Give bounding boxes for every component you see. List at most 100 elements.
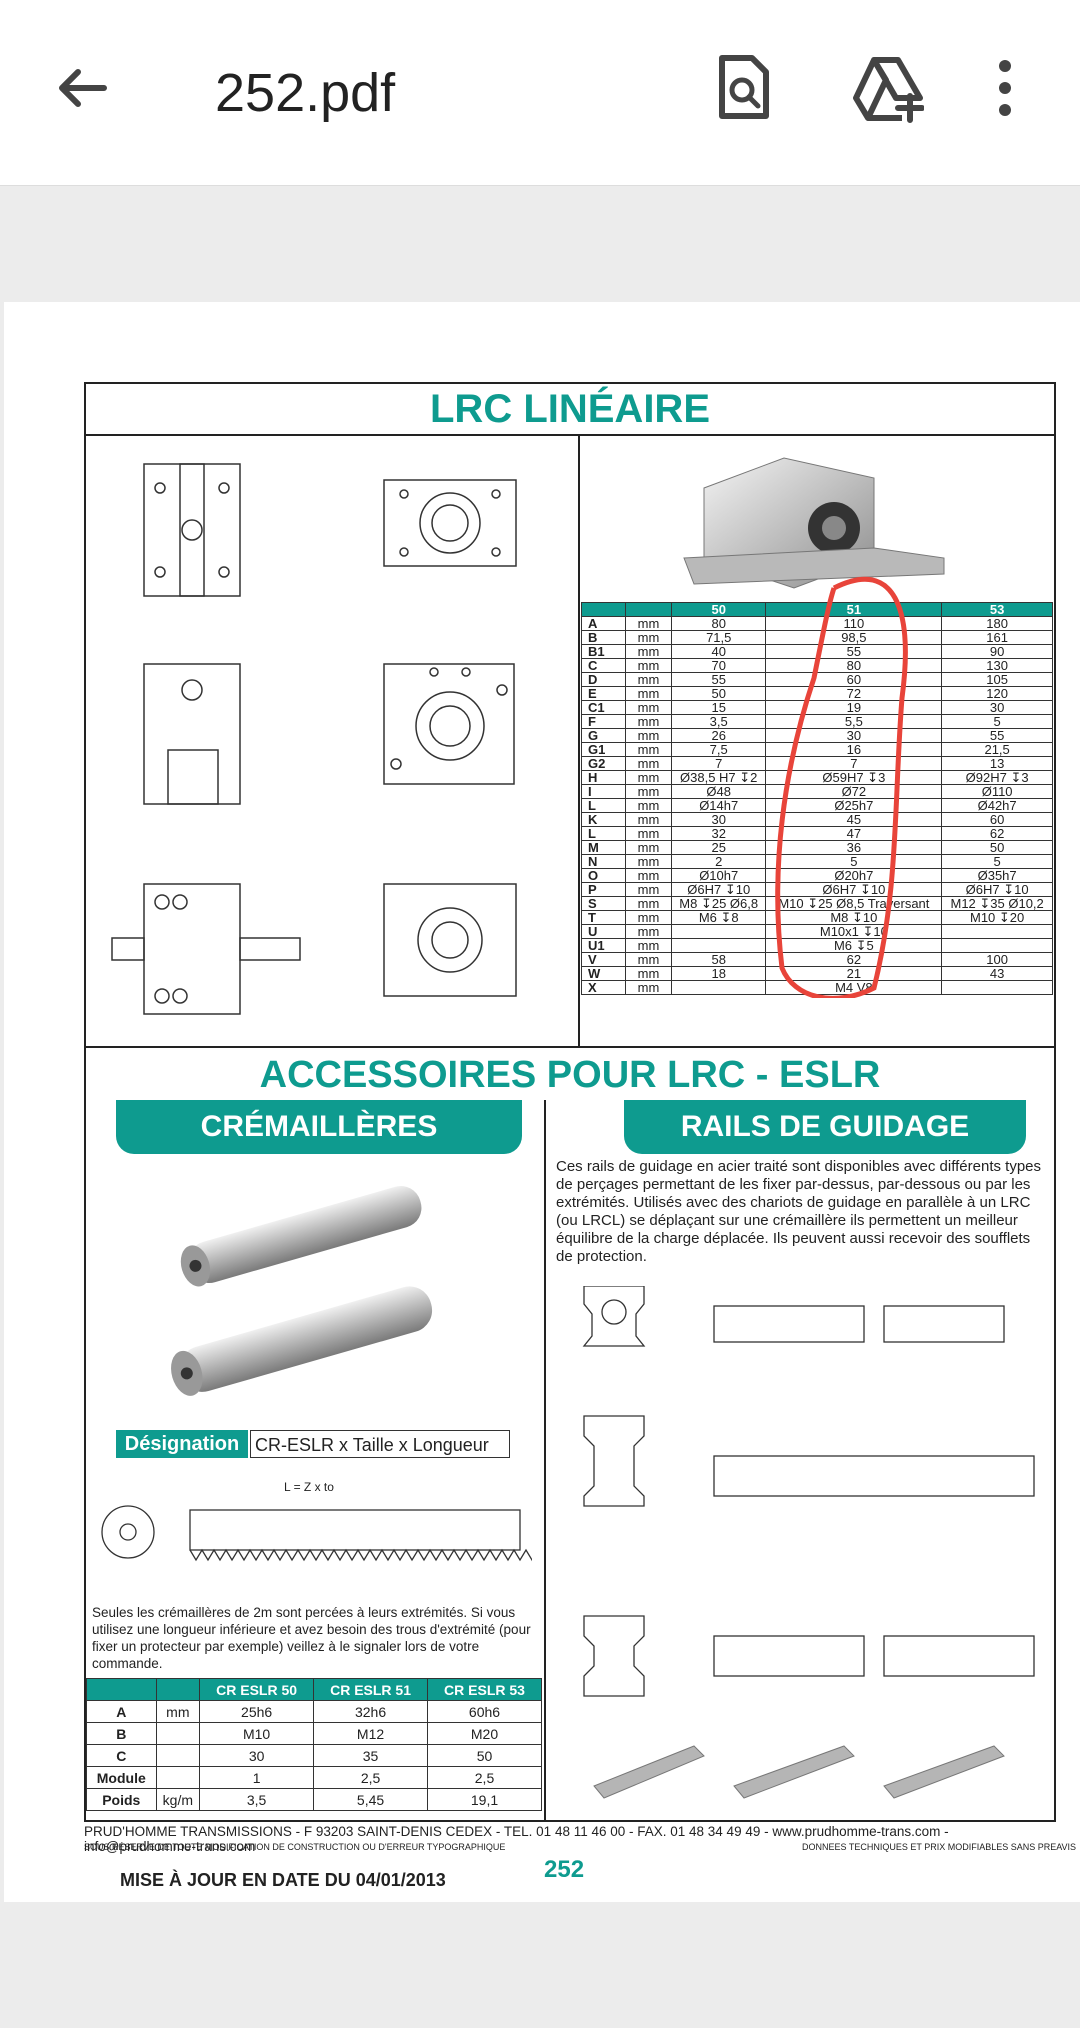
spec-cell: 2 [670, 854, 767, 869]
spec-cell: F [581, 714, 626, 729]
rack-cell [155, 1766, 201, 1789]
spec-cell: 30 [941, 700, 1053, 715]
spec-cell: G [581, 728, 626, 743]
page-number: 252 [544, 1856, 585, 1883]
spec-cell: mm [625, 980, 672, 995]
spec-cell: mm [625, 630, 672, 645]
rack-cell: Poids [86, 1788, 157, 1811]
spec-cell: T [581, 910, 626, 925]
spec-cell: 180 [941, 616, 1053, 631]
spec-cell: mm [625, 854, 672, 869]
spec-cell: W [581, 966, 626, 981]
spec-cell: S [581, 896, 626, 911]
spec-cell: X [581, 980, 626, 995]
spec-cell: Ø14h7 [670, 798, 767, 813]
rack-col-header: CR ESLR 53 [427, 1678, 542, 1701]
spec-cell: M6 ↧8 [670, 910, 767, 925]
rack-cell [155, 1744, 201, 1767]
rack-cell: 60h6 [427, 1700, 542, 1723]
spec-cell: M [581, 840, 626, 855]
document-title: 252.pdf [215, 63, 396, 123]
divider [84, 1046, 1056, 1050]
spec-cell: mm [625, 896, 672, 911]
spec-cell: H [581, 770, 626, 785]
spec-cell: Ø6H7 ↧10 [670, 882, 767, 897]
designation-value: CR-ESLR x Taille x Longueur [250, 1430, 510, 1458]
spec-cell: B1 [581, 644, 626, 659]
rack-cell: M20 [427, 1722, 542, 1745]
technical-drawings [111, 463, 517, 1015]
spec-cell: mm [625, 756, 672, 771]
app-bar: 252.pdf [0, 0, 1080, 186]
spec-cell: 50 [941, 840, 1053, 855]
spec-cell: U [581, 924, 626, 939]
rack-cell: 30 [199, 1744, 315, 1767]
spec-cell: D [581, 672, 626, 687]
rack-col-header: CR ESLR 50 [199, 1678, 315, 1701]
spec-cell: C [581, 658, 626, 673]
spec-cell [670, 938, 767, 953]
spec-cell: 5 [941, 714, 1053, 729]
spec-cell: 70 [670, 658, 767, 673]
spec-cell: mm [625, 686, 672, 701]
spec-cell: O [581, 868, 626, 883]
lrc-product-image [683, 457, 945, 589]
spec-cell: 5 [941, 854, 1053, 869]
spec-cell: 120 [941, 686, 1053, 701]
accessories-title: ACCESSOIRES POUR LRC - ESLR [259, 1054, 881, 1096]
rack-cell: 25h6 [199, 1700, 315, 1723]
footer-company: PRUD'HOMME TRANSMISSIONS - F 93203 SAINT… [84, 1824, 949, 1854]
spec-cell: G2 [581, 756, 626, 771]
rack-cell: A [86, 1700, 157, 1723]
spec-cell: mm [625, 672, 672, 687]
spec-cell: mm [625, 966, 672, 981]
back-arrow-icon[interactable] [52, 58, 112, 118]
spec-cell: 50 [670, 686, 767, 701]
spec-cell: mm [625, 924, 672, 939]
spec-cell: 7 [670, 756, 767, 771]
sheet-frame [84, 382, 1056, 1822]
spec-cell: mm [625, 840, 672, 855]
spec-cell: mm [625, 784, 672, 799]
drive-add-icon[interactable] [852, 52, 924, 124]
spec-cell: M10 ↧20 [941, 910, 1053, 925]
spec-cell: L [581, 798, 626, 813]
rack-col-header [155, 1678, 201, 1701]
spec-cell: mm [625, 658, 672, 673]
spec-cell: 90 [941, 644, 1053, 659]
footer-disclaimer-left: SOUS RÉSERVE DE TOUTE MODIFICATION DE CO… [84, 1842, 506, 1852]
spec-cell: V [581, 952, 626, 967]
rack-cell: mm [155, 1700, 201, 1723]
spec-cell: Ø110 [941, 784, 1053, 799]
spec-cell: K [581, 812, 626, 827]
spec-cell: B [581, 630, 626, 645]
more-vert-icon[interactable] [985, 52, 1025, 124]
rack-cell: 35 [313, 1744, 429, 1767]
search-document-icon[interactable] [706, 52, 778, 124]
rack-cell: 32h6 [313, 1700, 429, 1723]
rack-cell: 1 [199, 1766, 315, 1789]
spec-cell: Ø20h7 [765, 868, 943, 883]
rack-drawing [101, 1505, 532, 1562]
spec-cell: 21,5 [941, 742, 1053, 757]
rails-description: Ces rails de guidage en acier traité son… [556, 1158, 1042, 1265]
spec-cell: 130 [941, 658, 1053, 673]
spec-cell: mm [625, 938, 672, 953]
rack-dimension-label: L = Z x to [284, 1480, 334, 1494]
spec-cell: mm [625, 770, 672, 785]
rack-cell: B [86, 1722, 157, 1745]
spec-cell: Ø6H7 ↧10 [765, 882, 943, 897]
spec-cell: mm [625, 952, 672, 967]
spec-cell: 7,5 [670, 742, 767, 757]
spec-cell: mm [625, 868, 672, 883]
spec-col-53: 53 [941, 602, 1053, 617]
rack-cell: 19,1 [427, 1788, 542, 1811]
red-annotation-loop [775, 576, 908, 998]
spec-cell [941, 980, 1053, 995]
